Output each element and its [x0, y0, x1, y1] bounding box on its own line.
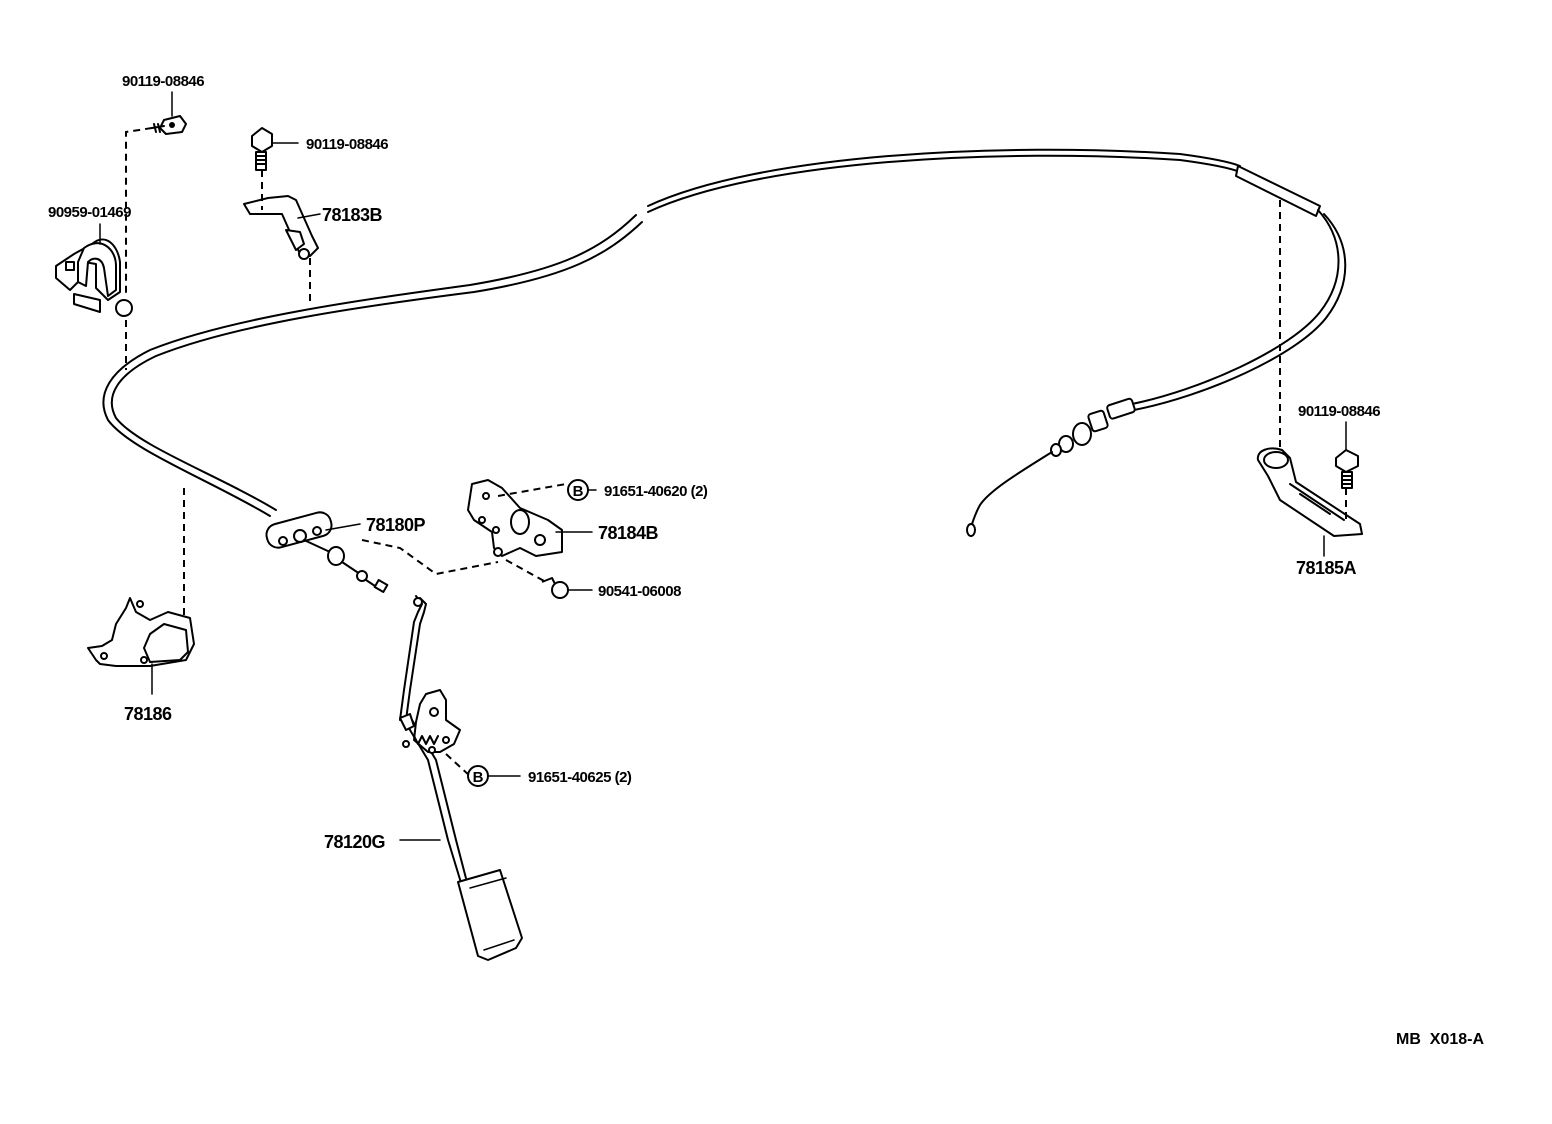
bracket-78185a: [1256, 447, 1363, 537]
badge-b-lower-letter: B: [473, 769, 484, 786]
label-nut-b-upper: 91651-40620 (2): [604, 483, 708, 500]
label-bracket-78186: 78186: [124, 704, 172, 724]
bracket-78183b: [243, 195, 319, 260]
label-bolt-top-left: 90119-08846: [122, 73, 204, 90]
label-bracket-78185a: 78185A: [1296, 558, 1357, 578]
label-bolt-top-mid: 90119-08846: [306, 136, 388, 153]
bolt-top-mid: [251, 127, 273, 171]
badge-b-upper: B: [567, 479, 589, 501]
label-bracket-78183b: 78183B: [322, 205, 383, 225]
clip-90541: [541, 577, 569, 599]
label-cable-78180p: 78180P: [366, 515, 426, 535]
label-bracket-78184b: 78184B: [598, 523, 659, 543]
bracket-78186: [87, 597, 195, 667]
bracket-78184b: [467, 479, 563, 557]
bolt-top-left: [151, 115, 187, 135]
badge-b-lower: B: [467, 765, 489, 787]
cable-end-fitting-right: [1050, 397, 1136, 457]
badge-b-upper-letter: B: [573, 483, 584, 500]
accelerator-cable: [102, 148, 1347, 537]
label-bolt-right: 90119-08846: [1298, 403, 1380, 420]
assembly-guides: [125, 127, 1347, 777]
label-pedal-78120g: 78120G: [324, 832, 385, 852]
clamp-90959: [55, 238, 133, 317]
cable-end-eyelet: [966, 523, 976, 537]
bolt-right: [1335, 449, 1359, 489]
reference-code: MB X018-A: [1396, 1031, 1484, 1048]
leader-lines: [99, 91, 1347, 841]
pedal-78120g: [399, 595, 523, 961]
label-nut-b-lower: 91651-40625 (2): [528, 769, 632, 786]
cable-pedal-end-78180p: [265, 511, 389, 593]
label-clamp-90959: 90959-01469: [48, 204, 131, 221]
label-clip-90541: 90541-06008: [598, 583, 681, 600]
